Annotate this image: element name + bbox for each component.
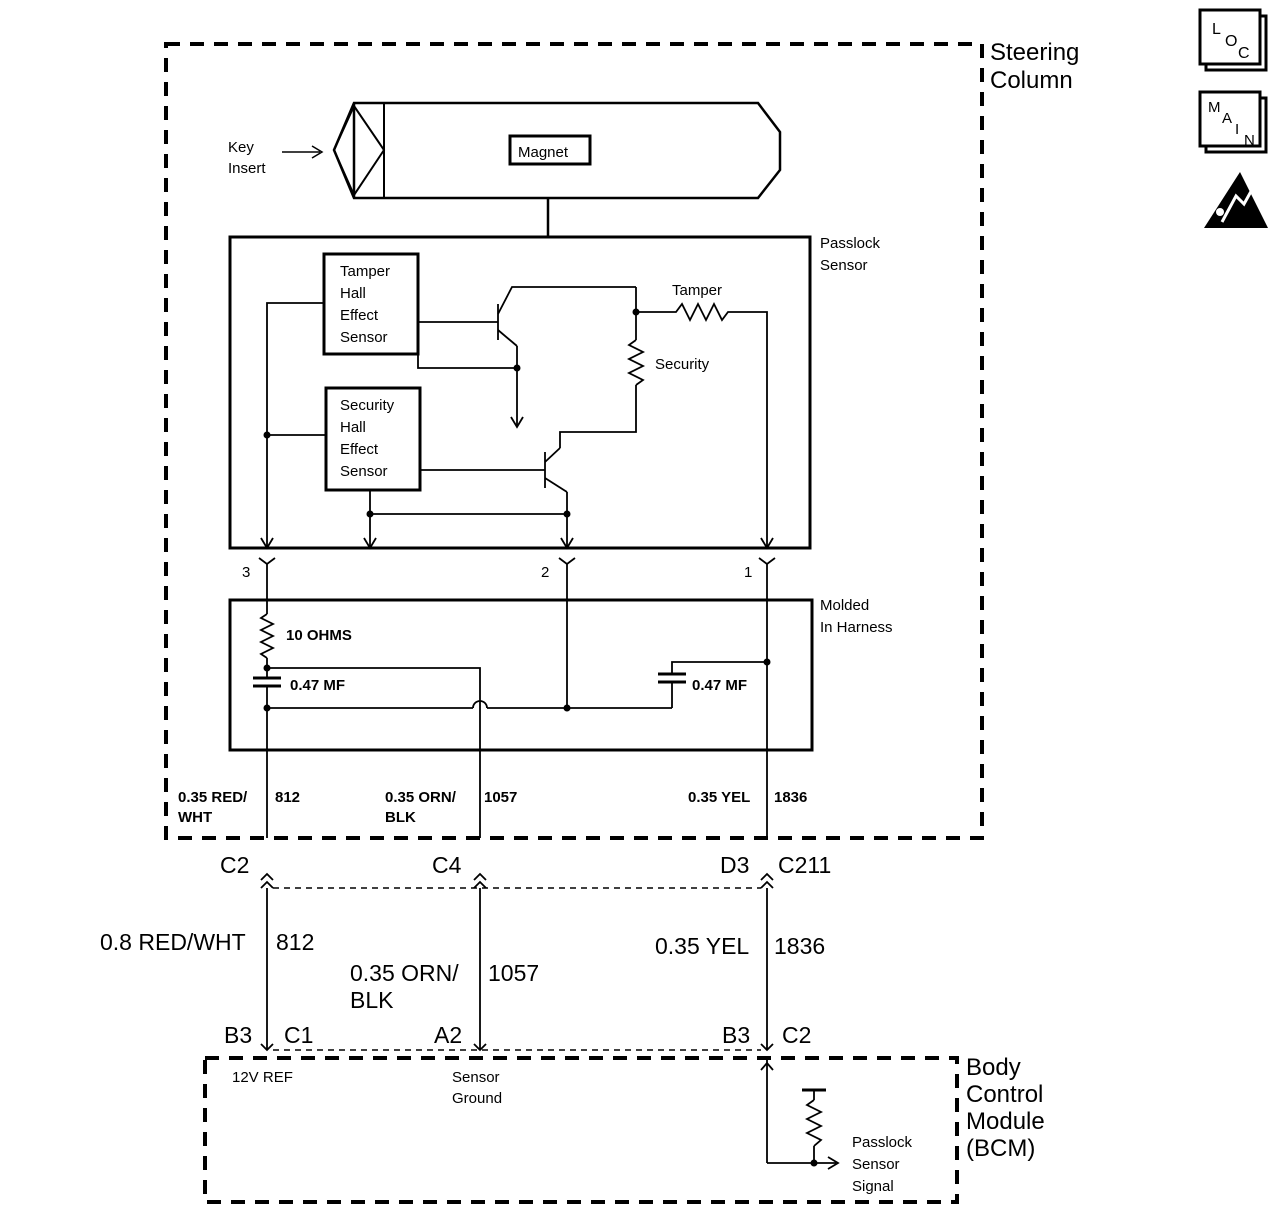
loc-icon[interactable]: L O C [1198,8,1268,72]
harness-wire-3-color: 0.35 YEL [655,933,749,959]
molded-harness-box [228,598,814,752]
harness-wire-1-circuit: 812 [276,929,314,955]
harness-junction-dots [263,658,771,712]
security-sensor-label-3: Effect [340,441,379,458]
molded-harness-label-1: Molded [820,597,869,614]
tamper-sensor-label-4: Sensor [340,329,388,346]
bcm-label-2: Control [966,1081,1043,1108]
c211-connector-name: C211 [778,852,831,878]
pin-3-label: 3 [242,564,250,581]
passlock-sensor-label-1: Passlock [820,235,881,252]
main-letter-n: N [1244,132,1255,149]
column-wire-3-color: 0.35 YEL [688,789,750,806]
cap-left-label: 0.47 MF [290,677,345,694]
pin-2-label: 2 [541,564,549,581]
c211-pin-c2: C2 [220,852,249,878]
security-sensor-label-4: Sensor [340,463,388,480]
main-letter-m: M [1208,99,1221,116]
passlock-sensor-label-2: Sensor [820,257,868,274]
tamper-sensor-label-1: Tamper [340,263,390,280]
c211-pin-c4: C4 [432,852,462,878]
c211-pin-d3: D3 [720,852,749,878]
harness-wire-2-circuit: 1057 [488,960,539,986]
bcm-connector-terminals [260,1043,774,1052]
bcm-signal-label-3: Signal [852,1178,894,1195]
column-wire-3-circuit: 1836 [774,789,807,806]
bcm-12v-ref-label: 12V REF [232,1069,293,1086]
harness-wire-1-color: 0.8 RED/WHT [100,929,246,955]
bcm-pin-b3-right: B3 [722,1022,750,1048]
bcm-pin-a2: A2 [434,1022,462,1048]
bcm-junction-dot [810,1159,818,1167]
steering-column-label-2: Column [990,67,1073,94]
column-wire-2-circuit: 1057 [484,789,517,806]
bcm-sensor-ground-label-2: Ground [452,1090,502,1107]
harness-wire-2-color-a: 0.35 ORN/ [350,960,459,986]
key-cylinder [332,101,782,200]
molded-harness-label-2: In Harness [820,619,893,636]
bcm-pin-b3-left: B3 [224,1022,252,1048]
security-hall-sensor [324,386,422,492]
cap-right-label: 0.47 MF [692,677,747,694]
bcm-label-3: Module [966,1108,1045,1135]
bcm-label-1: Body [966,1054,1021,1081]
bcm-signal-label-2: Sensor [852,1156,900,1173]
key-insert-label-2: Insert [228,160,266,177]
loc-letter-o: O [1225,33,1237,50]
bcm-pullup-circuit [760,1058,840,1170]
resistor-10-ohms-label: 10 OHMS [286,627,352,644]
pin-1-label: 1 [744,564,752,581]
steering-column-boundary [164,42,984,840]
column-wire-1-color-a: 0.35 RED/ [178,789,248,806]
bcm-signal-label-1: Passlock [852,1134,913,1151]
magnet-label: Magnet [518,144,569,161]
sensor-pin-terminals [258,537,776,566]
bcm-connector-c2: C2 [782,1022,811,1048]
bcm-label-4: (BCM) [966,1135,1035,1162]
tamper-hall-sensor [322,252,420,356]
harness-wire-3-circuit: 1836 [774,933,825,959]
loc-letter-c: C [1238,45,1250,62]
bcm-boundary [203,1056,959,1204]
column-wire-2-color-b: BLK [385,809,416,826]
passlock-junction-dots [263,308,640,518]
column-wire-1-color-b: WHT [178,809,212,826]
esd-warning-icon [1204,172,1268,228]
key-insert-arrow [282,145,324,159]
column-wire-2-color-a: 0.35 ORN/ [385,789,457,806]
key-insert-label-1: Key [228,139,254,156]
bcm-connector-c1: C1 [284,1022,313,1048]
connector-c211 [260,872,774,1050]
security-resistor-label: Security [655,356,710,373]
steering-column-label-1: Steering [990,39,1079,66]
tamper-sensor-label-3: Effect [340,307,379,324]
main-icon[interactable]: M A I N [1198,90,1268,154]
main-letter-a: A [1222,110,1232,127]
passlock-sensor-box [228,235,812,550]
tamper-sensor-label-2: Hall [340,285,366,302]
loc-letter-l: L [1212,21,1221,38]
passlock-internal-circuit [266,286,768,548]
bcm-sensor-ground-label-1: Sensor [452,1069,500,1086]
column-wire-1-circuit: 812 [275,789,300,806]
tamper-resistor-label: Tamper [672,282,722,299]
security-sensor-label-2: Hall [340,419,366,436]
main-letter-i: I [1235,121,1239,138]
magnet-box [508,134,592,166]
harness-wire-2-color-b: BLK [350,987,394,1013]
security-sensor-label-1: Security [340,397,395,414]
